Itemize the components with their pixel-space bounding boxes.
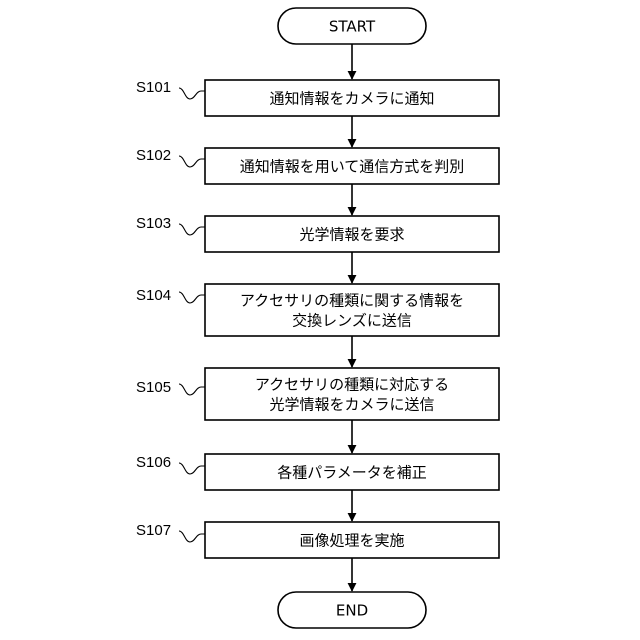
- start-label: START: [329, 18, 376, 36]
- process-step-s101: S101 通知情報をカメラに通知: [136, 79, 499, 116]
- step-id-s101: S101: [136, 79, 171, 96]
- step-id-s104: S104: [136, 287, 171, 304]
- end-label: END: [336, 602, 368, 620]
- process-step-s106: S106 各種パラメータを補正: [136, 454, 499, 490]
- start-terminal: START: [278, 8, 426, 44]
- step-text-s101: 通知情報をカメラに通知: [269, 90, 434, 108]
- step-id-s105: S105: [136, 379, 171, 396]
- process-step-s107: S107 画像処理を実施: [136, 522, 499, 558]
- step-text-s106: 各種パラメータを補正: [277, 464, 427, 482]
- process-step-s104: S104 アクセサリの種類に関する情報を 交換レンズに送信: [136, 284, 499, 336]
- process-step-s103: S103 光学情報を要求: [136, 215, 499, 252]
- step-id-s103: S103: [136, 215, 171, 232]
- step-id-s107: S107: [136, 522, 171, 539]
- process-step-s105: S105 アクセサリの種類に対応する 光学情報をカメラに送信: [136, 368, 499, 420]
- end-terminal: END: [278, 592, 426, 628]
- step-text-s102: 通知情報を用いて通信方式を判別: [240, 158, 465, 176]
- step-text-s104-line2: 交換レンズに送信: [292, 312, 412, 330]
- step-id-s106: S106: [136, 454, 171, 471]
- step-text-s105-line1: アクセサリの種類に対応する: [255, 376, 449, 394]
- step-text-s105-line2: 光学情報をカメラに送信: [269, 396, 434, 414]
- step-id-s102: S102: [136, 147, 171, 164]
- step-text-s104-line1: アクセサリの種類に関する情報を: [240, 292, 464, 310]
- step-text-s103: 光学情報を要求: [299, 226, 404, 244]
- step-text-s107: 画像処理を実施: [299, 532, 404, 550]
- process-step-s102: S102 通知情報を用いて通信方式を判別: [136, 147, 499, 184]
